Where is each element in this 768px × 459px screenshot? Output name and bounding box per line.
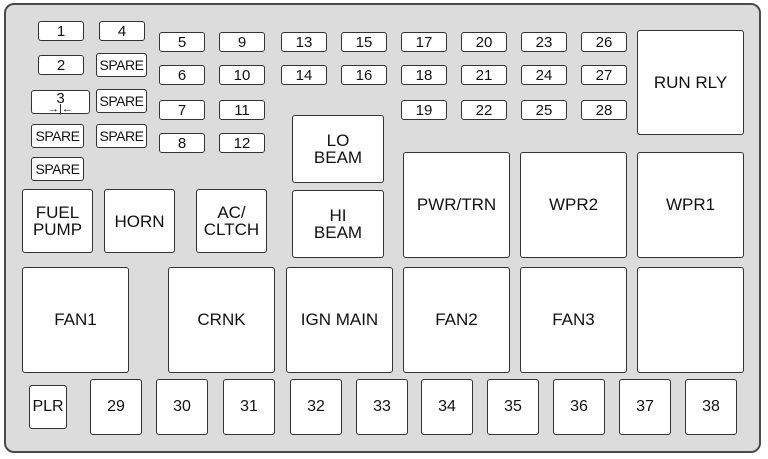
fuse-1: 1: [38, 21, 84, 41]
relay-horn: HORN: [104, 189, 175, 253]
relay-ign-main: IGN MAIN: [286, 267, 393, 373]
fuse-38: 38: [685, 379, 737, 435]
relay-wpr1: WPR1: [637, 152, 744, 258]
fuse-14: 14: [281, 65, 327, 85]
fuse-27: 27: [581, 65, 627, 85]
fuse-36: 36: [553, 379, 605, 435]
fuse-3-diode: 3 →|←: [31, 90, 90, 114]
fuse-spare: SPARE: [31, 157, 84, 181]
fuse-31: 31: [223, 379, 275, 435]
fuse-15: 15: [341, 32, 387, 52]
relay-fan2: FAN2: [403, 267, 510, 373]
fuse-32: 32: [290, 379, 342, 435]
relay-wpr2: WPR2: [520, 152, 627, 258]
fuse-21: 21: [461, 65, 507, 85]
fuse-28: 28: [581, 100, 627, 120]
fuse-30: 30: [156, 379, 208, 435]
fuse-35: 35: [487, 379, 539, 435]
fuse-34: 34: [421, 379, 473, 435]
fuse-13: 13: [281, 32, 327, 52]
fuse-4: 4: [99, 21, 145, 41]
fuse-19: 19: [401, 100, 447, 120]
relay-blank: [637, 267, 744, 373]
fuse-spare: SPARE: [96, 53, 147, 77]
fuse-5: 5: [159, 32, 205, 52]
fuse-37: 37: [619, 379, 671, 435]
fuse-6: 6: [159, 65, 205, 85]
fuse-18: 18: [401, 65, 447, 85]
relay-fuel-pump: FUEL PUMP: [22, 189, 93, 253]
fuse-7: 7: [159, 100, 205, 120]
fuse-10: 10: [219, 65, 265, 85]
fuse-23: 23: [521, 32, 567, 52]
relay-hi-beam: HI BEAM: [292, 190, 384, 258]
relay-pwr-trn: PWR/TRN: [403, 152, 510, 258]
fuse-2: 2: [38, 55, 84, 75]
fuse-spare: SPARE: [96, 124, 147, 148]
relay-lo-beam: LO BEAM: [292, 115, 384, 183]
fuse-12: 12: [219, 133, 265, 153]
fuse-9: 9: [219, 32, 265, 52]
relay-crnk: CRNK: [168, 267, 275, 373]
fuse-20: 20: [461, 32, 507, 52]
fuse-spare: SPARE: [31, 124, 84, 148]
fuse-25: 25: [521, 100, 567, 120]
fuse-22: 22: [461, 100, 507, 120]
fuse-plr: PLR: [29, 385, 67, 429]
relay-run: RUN RLY: [637, 30, 744, 135]
fuse-33: 33: [356, 379, 408, 435]
fuse-8: 8: [159, 133, 205, 153]
fuse-11: 11: [219, 100, 265, 120]
fuse-spare: SPARE: [96, 89, 147, 113]
relay-fan3: FAN3: [520, 267, 627, 373]
diode-symbol-icon: →|←: [48, 102, 73, 115]
relay-fan1: FAN1: [22, 267, 129, 373]
fuse-29: 29: [90, 379, 142, 435]
fuse-17: 17: [401, 32, 447, 52]
fuse-24: 24: [521, 65, 567, 85]
relay-ac-clutch: AC/ CLTCH: [196, 189, 267, 253]
fuse-26: 26: [581, 32, 627, 52]
fuse-16: 16: [341, 65, 387, 85]
